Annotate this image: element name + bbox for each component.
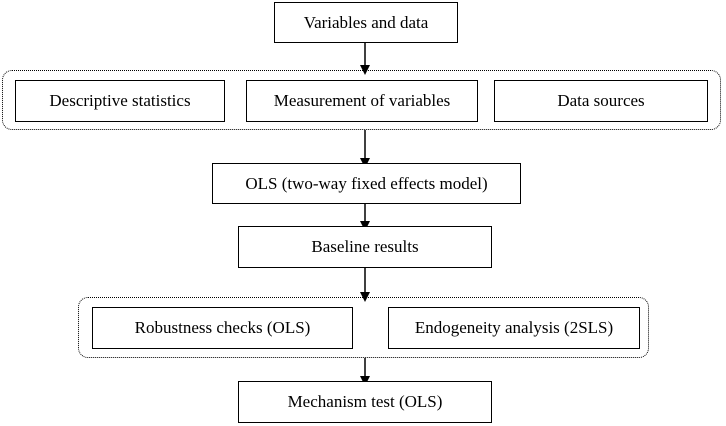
node-label: OLS (two-way fixed effects model) [245,173,488,193]
node-variables-and-data: Variables and data [274,2,458,43]
node-endogeneity-analysis: Endogeneity analysis (2SLS) [388,307,640,349]
node-baseline-results: Baseline results [238,226,492,268]
node-robustness-checks: Robustness checks (OLS) [92,307,353,349]
node-label: Mechanism test (OLS) [287,392,443,411]
node-mechanism-test: Mechanism test (OLS) [238,381,492,423]
node-label: Baseline results [311,237,419,256]
node-measurement-of-variables: Measurement of variables [246,80,478,122]
group-data-components [2,70,721,130]
node-label: Variables and data [303,12,429,32]
node-label: Measurement of variables [273,91,451,110]
node-label: Data sources [557,91,645,110]
node-descriptive-statistics: Descriptive statistics [15,80,225,122]
group-further-analysis [78,297,649,358]
node-ols-two-way-fixed-effects: OLS (two-way fixed effects model) [212,163,521,204]
node-label: Robustness checks (OLS) [134,318,311,337]
node-data-sources: Data sources [494,80,708,122]
node-label: Endogeneity analysis (2SLS) [414,318,614,337]
node-label: Descriptive statistics [49,91,191,110]
